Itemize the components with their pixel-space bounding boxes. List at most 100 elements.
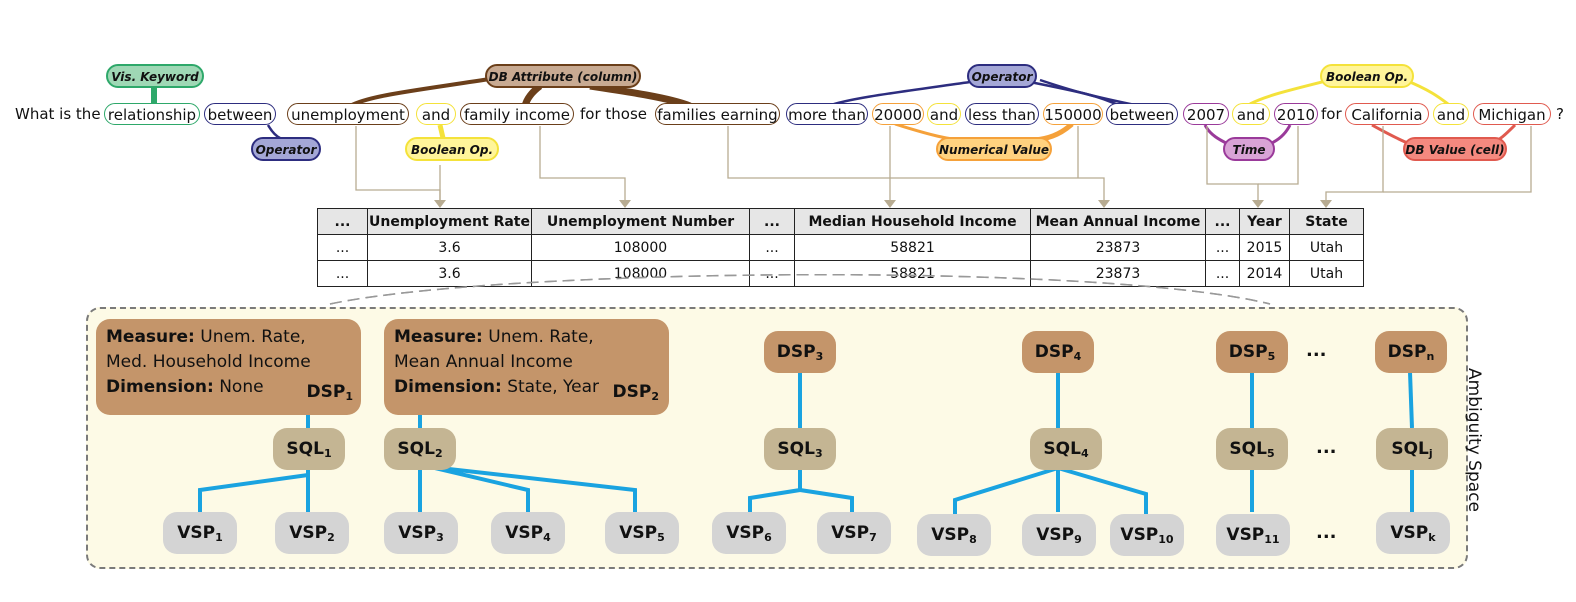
dsp-n-name: DSP <box>1387 342 1427 362</box>
vsp-name: VSP <box>505 523 544 543</box>
vsp-sub: 2 <box>327 531 335 544</box>
header-cell: Year <box>1239 208 1290 235</box>
boolean-top-link-1 <box>1249 78 1331 106</box>
table-row: ... 3.6 108000 ... 58821 23873 ... 2014 … <box>317 260 1364 287</box>
vsp-sub: 11 <box>1264 533 1280 546</box>
header-cell: Mean Annual Income <box>1030 208 1206 235</box>
dsp-4-name: DSP <box>1034 342 1074 362</box>
dimension-label: Dimension: <box>106 377 214 397</box>
sql-j-box: SQLj <box>1376 428 1448 470</box>
token-between-2: between <box>1106 103 1178 125</box>
dsp-3-box: DSP3 <box>764 331 836 373</box>
vsp-sub: 6 <box>764 531 772 544</box>
sql-3-box: SQL3 <box>764 428 836 470</box>
dimension-label: Dimension: <box>394 377 502 397</box>
token-between: between <box>204 103 276 125</box>
vsp-name: VSP <box>619 523 658 543</box>
dsp-5-box: DSP5 <box>1216 331 1288 373</box>
vsp-name: VSP <box>831 523 870 543</box>
dsp-5-sub: 5 <box>1267 350 1276 363</box>
dsp-1-measure-line: Measure: Unem. Rate, <box>106 325 351 350</box>
sql-name: SQL <box>397 439 435 459</box>
vsp-11-box: VSP11 <box>1216 514 1290 556</box>
vsp-8-box: VSP8 <box>917 514 991 556</box>
measure-label: Measure: <box>106 327 195 347</box>
dsp-4-box: DSP4 <box>1022 331 1094 373</box>
dsp-2-name: DSP <box>612 382 652 402</box>
question-text-what: What is the <box>15 105 101 123</box>
vsp-name: VSP <box>931 525 970 545</box>
tag-operator-top: Operator <box>967 64 1037 88</box>
token-unemployment: unemployment <box>287 103 409 125</box>
table-cell: 23873 <box>1030 260 1206 287</box>
table-cell: 108000 <box>531 260 750 287</box>
token-150000: 150000 <box>1043 103 1103 125</box>
tag-boolean-top: Boolean Op. <box>1320 64 1414 88</box>
sql-sub: 2 <box>434 447 443 460</box>
token-less-than: less than <box>965 103 1039 125</box>
sql-sub: 3 <box>814 447 823 460</box>
token-family-income: family income <box>460 103 574 125</box>
vsp-ellipsis: ... <box>1316 522 1337 543</box>
dsp-5-name: DSP <box>1228 342 1268 362</box>
token-2010: 2010 <box>1274 103 1318 125</box>
vsp-sub: 10 <box>1158 533 1174 546</box>
vsp-6-box: VSP6 <box>712 512 786 554</box>
dsp-2-measure-2: Mean Annual Income <box>394 352 573 372</box>
dsp-1-measure-1: Unem. Rate, <box>200 327 306 347</box>
tag-vis-keyword: Vis. Keyword <box>106 64 204 88</box>
dsp-ellipsis: ... <box>1306 340 1327 361</box>
operator-link-3 <box>1039 78 1141 108</box>
vsp-3-box: VSP3 <box>384 512 458 554</box>
db-attr-link-1 <box>349 76 497 108</box>
dsp-1-box: Measure: Unem. Rate, Med. Household Inco… <box>96 319 361 415</box>
table-cell: Utah <box>1289 234 1364 261</box>
vsp-sub: 8 <box>969 533 977 546</box>
vsp-name: VSP <box>398 523 437 543</box>
token-2007: 2007 <box>1183 103 1229 125</box>
vsp-9-box: VSP9 <box>1022 514 1096 556</box>
table-cell: Utah <box>1289 260 1364 287</box>
vsp-name: VSP <box>1120 525 1159 545</box>
header-cell: ... <box>317 208 368 235</box>
tag-boolean-bottom: Boolean Op. <box>405 137 499 161</box>
vsp-name: VSP <box>1390 523 1429 543</box>
sql-sub: 5 <box>1266 447 1275 460</box>
table-cell: ... <box>1205 260 1240 287</box>
sql-name: SQL <box>286 439 324 459</box>
vsp-k-box: VSPk <box>1376 512 1450 554</box>
dsp-2-dimension: State, Year <box>507 377 600 397</box>
table-cell: 58821 <box>794 260 1031 287</box>
database-table: ... Unemployment Rate Unemployment Numbe… <box>317 208 1364 287</box>
dsp-n-sub: n <box>1426 350 1435 363</box>
dsp-2-measure-line: Measure: Unem. Rate, <box>394 325 659 350</box>
token-more-than: more than <box>786 103 868 125</box>
vsp-5-box: VSP5 <box>605 512 679 554</box>
vsp-name: VSP <box>177 523 216 543</box>
token-20000: 20000 <box>872 103 924 125</box>
vsp-sub: 3 <box>436 531 444 544</box>
vsp-10-box: VSP10 <box>1110 514 1184 556</box>
token-and: and <box>416 103 456 125</box>
sql-name: SQL <box>1043 439 1081 459</box>
boolean-bottom-link <box>437 124 446 139</box>
vsp-sub: 5 <box>657 531 665 544</box>
question-text-for: for <box>1321 105 1342 123</box>
dsp-1-dimension-line: Dimension: None <box>106 375 351 400</box>
tag-time: Time <box>1223 137 1275 161</box>
vsp-name: VSP <box>726 523 765 543</box>
header-cell: ... <box>1205 208 1240 235</box>
vsp-sub: 4 <box>543 531 551 544</box>
question-mark: ? <box>1556 105 1564 123</box>
dsp-2-measure-1: Unem. Rate, <box>488 327 594 347</box>
tree-connectors-top <box>198 371 1414 514</box>
vsp-1-box: VSP1 <box>163 512 237 554</box>
sql-2-box: SQL2 <box>384 428 456 470</box>
dsp-2-box: Measure: Unem. Rate, Mean Annual Income … <box>384 319 669 415</box>
arrow-heads <box>434 200 1332 208</box>
token-and-4: and <box>1433 103 1469 125</box>
sql-name: SQL <box>777 439 815 459</box>
sql-name: SQL <box>1391 439 1429 459</box>
dsp-2-dimension-line: Dimension: State, Year <box>394 375 659 400</box>
